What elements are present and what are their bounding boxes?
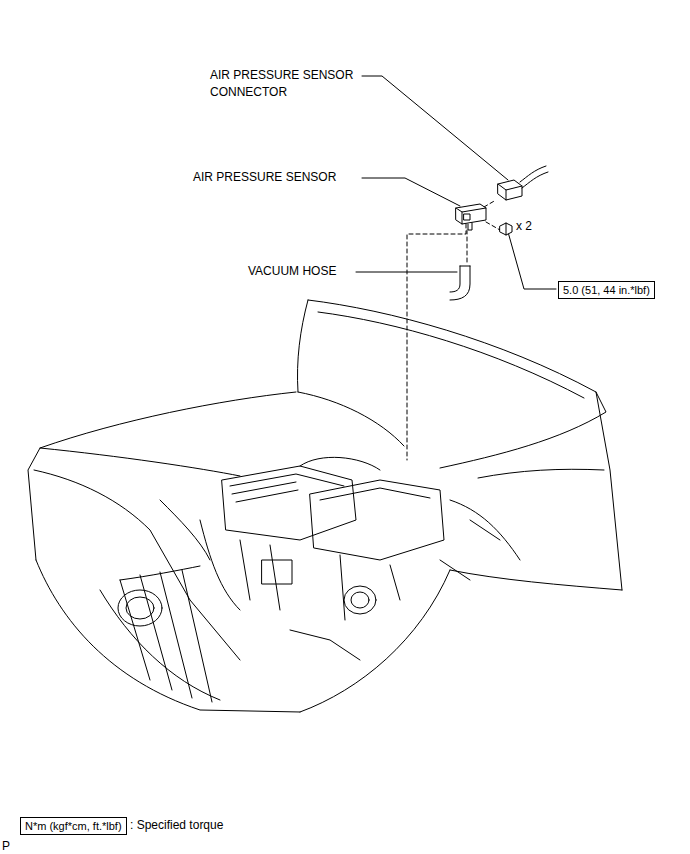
- leader-line: [508, 232, 556, 289]
- page-mark: P: [2, 838, 10, 854]
- part-name: AIR PRESSURE SENSOR CONNECTOR: [210, 67, 360, 101]
- vacuum-hose: [450, 266, 470, 300]
- air-pressure-sensor: [456, 204, 486, 230]
- box-text: 5.0 (51, 44 in.*lbf): [563, 284, 650, 296]
- leader-line: [362, 76, 508, 180]
- quantity-label: x 2: [516, 218, 532, 235]
- part-name: AIR PRESSURE SENSOR: [193, 169, 336, 186]
- sensor-connector: [498, 166, 548, 200]
- leader-line: [362, 178, 460, 206]
- torque-box: 5.0 (51, 44 in.*lbf): [558, 281, 655, 299]
- engine: [160, 457, 520, 660]
- part-name: VACUUM HOSE: [248, 263, 336, 280]
- box-text: N*m (kgf*cm, ft.*lbf): [25, 820, 122, 832]
- bolt: [500, 223, 512, 235]
- torque-legend-box: N*m (kgf*cm, ft.*lbf): [20, 817, 127, 835]
- vehicle-body: [28, 300, 622, 712]
- assembly-line: [407, 200, 500, 460]
- legend-text: : Specified torque: [130, 817, 223, 834]
